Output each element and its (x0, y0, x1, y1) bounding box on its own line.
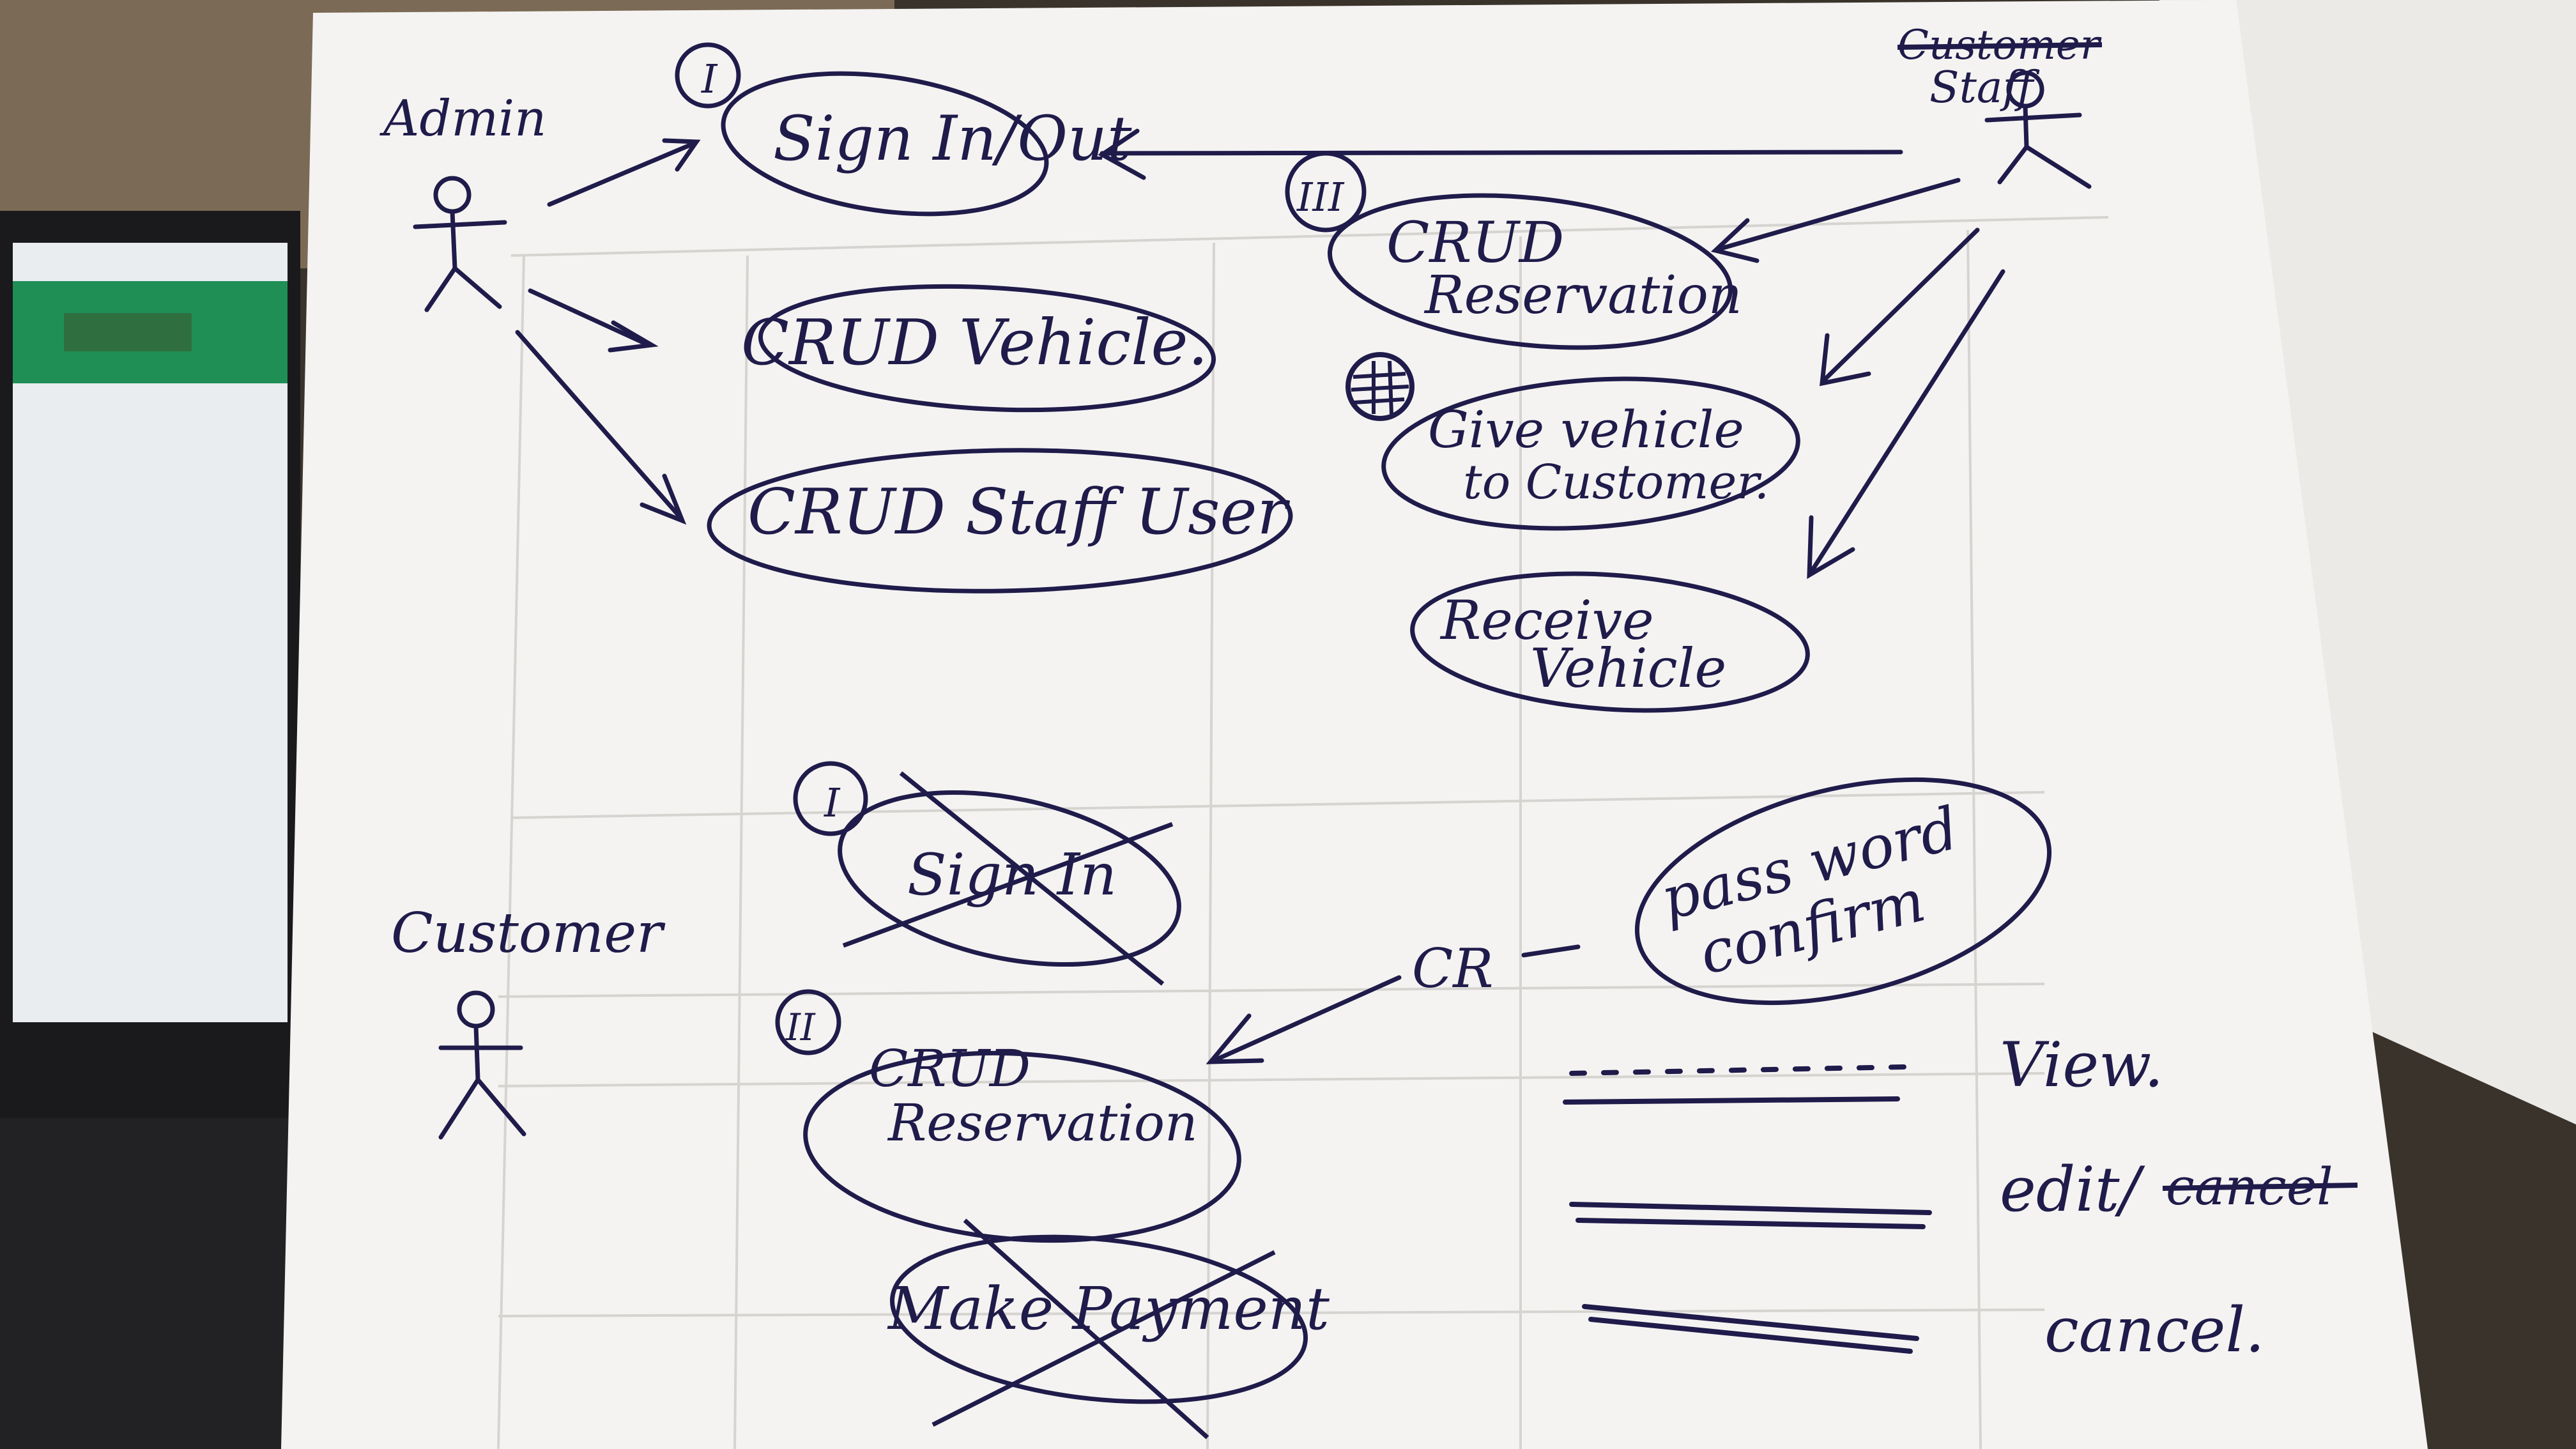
use-case-label-line1: Give vehicle (1428, 400, 1744, 459)
note-underlines (1563, 1064, 1932, 1354)
use-case-label: Sign In/Out (773, 103, 1132, 174)
use-case-crud-reservation-customer: II CRUD Reservation (775, 989, 1241, 1243)
laptop-logo (64, 313, 192, 351)
use-case-label: CRUD Staff User (747, 476, 1290, 549)
laptop (0, 211, 300, 1449)
use-case-crud-vehicle: CRUD Vehicle. (741, 284, 1216, 413)
arrow-staff-to-give-vehicle (1821, 227, 1980, 383)
strike-x (842, 771, 1174, 986)
arrow-staff-to-receive-vehicle (1809, 269, 2005, 574)
use-case-crud-reservation-staff: III CRUD Reservation (1285, 151, 1742, 350)
arrow-admin-to-sign-in (547, 141, 696, 207)
use-case-number: I (701, 56, 718, 102)
staff-associations (1098, 128, 2005, 579)
use-case-receive-vehicle: Receive Vehicle (1410, 571, 1810, 713)
arrow-admin-to-crud-staff-user (515, 330, 683, 520)
cr-connectors (1206, 944, 1581, 1064)
staff-label-strikethrough (1897, 42, 2103, 50)
use-case-label-line1: CRUD (1386, 210, 1564, 275)
edit-note: edit/ (2000, 1154, 2146, 1225)
arrow-cr-to-crud-reservation (1211, 975, 1402, 1063)
staff-label: Staff (1929, 63, 2039, 113)
scribbled-number (1351, 360, 1409, 415)
customer-actor (438, 990, 526, 1140)
cr-note: CR (1412, 937, 1494, 1000)
cancel-note: cancel. (2044, 1294, 2265, 1366)
use-case-label-line2: Vehicle (1530, 637, 1726, 700)
use-case-customer-sign-in: I Sign In (793, 761, 1181, 986)
use-case-give-vehicle: Give vehicle to Customer. (1346, 352, 1800, 531)
use-case-label-line1: CRUD (869, 1039, 1031, 1098)
arrow-staff-to-crud-reservation (1716, 178, 1961, 252)
use-case-label-line2: Reservation (1423, 265, 1742, 326)
use-case-crud-staff-user: CRUD Staff User (707, 448, 1293, 594)
use-case-number: II (785, 1006, 816, 1049)
use-case-number: I (824, 779, 841, 826)
strike-x (931, 1218, 1276, 1439)
customer-label: Customer (391, 901, 666, 965)
use-case-label: Make Payment (887, 1275, 1330, 1343)
admin-label: Admin (379, 90, 546, 148)
use-case-label: Sign In (907, 841, 1117, 908)
use-case-label-line2: Reservation (887, 1093, 1198, 1153)
view-note: View. (2000, 1029, 2163, 1101)
laptop-keyboard (0, 1118, 300, 1449)
edit-note-strikethrough (2162, 1183, 2358, 1191)
admin-actor (413, 176, 507, 312)
use-case-number: III (1296, 174, 1345, 220)
arrow-staff-to-sign-in (1100, 150, 1903, 156)
use-case-label-line2: to Customer. (1463, 455, 1769, 510)
arrow-admin-to-crud-vehicle (528, 288, 651, 348)
paper-sheet (281, 0, 2428, 1449)
faint-table-grid (497, 216, 2109, 1449)
line-cr-to-password-confirm (1521, 944, 1581, 958)
use-case-label: CRUD Vehicle. (741, 307, 1208, 379)
use-case-admin-sign-in: I Sign In/Out (675, 42, 1132, 217)
use-case-label-line1: Receive (1439, 589, 1654, 652)
staff-actor (1984, 70, 2092, 189)
admin-associations (515, 138, 701, 525)
use-case-make-payment: Make Payment (887, 1218, 1330, 1439)
